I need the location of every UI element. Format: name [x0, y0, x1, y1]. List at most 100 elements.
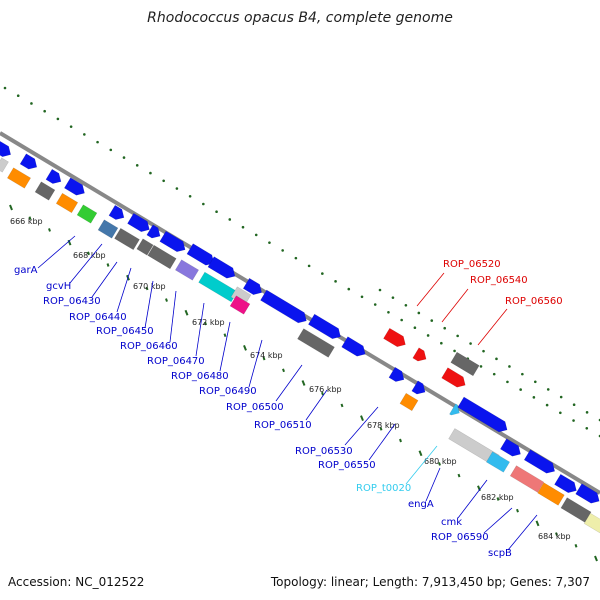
gene-feature — [34, 181, 56, 201]
gene-feature — [146, 224, 161, 239]
tick-mark — [360, 415, 364, 421]
label-leader — [405, 445, 438, 485]
gene-label: garA — [14, 265, 38, 276]
gene-feature — [207, 256, 236, 279]
label-leader — [416, 272, 445, 307]
kbp-label: 680 kbp — [424, 457, 457, 466]
tick-mark — [204, 321, 207, 326]
gene-feature — [537, 482, 565, 506]
label-leader — [37, 235, 76, 269]
gene-label: ROP_06490 — [199, 386, 257, 397]
tick-mark — [340, 403, 344, 408]
gene-feature — [449, 403, 460, 416]
outer-guide-dot — [109, 148, 113, 152]
gene-feature — [229, 295, 251, 315]
gene-feature — [174, 259, 200, 281]
label-leader — [368, 423, 396, 461]
gene-label: ROP_06520 — [443, 259, 501, 270]
kbp-label: 672 kbp — [192, 318, 225, 327]
gene-feature — [108, 204, 125, 220]
gene-label: ROP_06540 — [470, 275, 528, 286]
label-leader — [477, 308, 508, 346]
gene-feature — [297, 328, 335, 358]
gene-feature — [575, 483, 600, 504]
inner-guide-dot — [521, 372, 524, 376]
gene-feature — [499, 438, 521, 457]
tick-mark — [165, 298, 168, 302]
tick-mark — [379, 426, 383, 431]
outer-guide-dot — [3, 86, 7, 90]
gene-feature — [509, 465, 545, 493]
outer-guide-dot — [188, 194, 192, 198]
gene-feature — [0, 157, 9, 173]
gene-label: ROP_06510 — [254, 420, 312, 431]
gene-feature — [388, 366, 405, 382]
tick-mark — [535, 520, 540, 527]
gene-feature — [523, 449, 556, 474]
inner-guide-dot — [495, 357, 498, 361]
gene-label: scpB — [488, 548, 512, 559]
outer-guide-dot — [360, 295, 364, 299]
tick-mark — [48, 228, 51, 232]
gene-feature — [554, 473, 577, 493]
gene-feature — [485, 451, 511, 473]
gene-feature — [55, 192, 79, 214]
gene-feature — [560, 497, 592, 523]
gene-label: cmk — [441, 517, 462, 528]
gene-label: ROP_06550 — [318, 460, 376, 471]
tick-mark — [321, 391, 324, 396]
kbp-label: 682 kbp — [481, 493, 514, 502]
gene-feature — [159, 230, 186, 253]
outer-guide-dot — [572, 419, 575, 422]
outer-guide-dot — [56, 117, 60, 121]
outer-guide-dot — [426, 334, 430, 337]
gene-feature — [76, 204, 98, 224]
gene-label: ROP_06450 — [96, 326, 154, 337]
gene-label: ROP_06440 — [69, 312, 127, 323]
outer-guide-dot — [162, 179, 165, 183]
outer-guide-dot — [387, 310, 390, 314]
inner-guide-dot — [469, 342, 472, 345]
outer-guide-dot — [268, 241, 271, 244]
kbp-label: 678 kbp — [367, 421, 400, 430]
gene-label: ROP_06430 — [43, 296, 101, 307]
gene-feature — [114, 227, 140, 251]
outer-guide-dot — [453, 349, 456, 353]
gene-feature — [6, 167, 32, 189]
tick-mark — [145, 286, 149, 291]
outer-guide-dot — [254, 233, 258, 237]
gene-feature — [411, 380, 426, 395]
gene-feature — [136, 238, 154, 256]
outer-guide-dot — [43, 109, 46, 113]
tick-mark — [301, 380, 306, 386]
gene-label: ROP_06500 — [226, 402, 284, 413]
inner-guide-dot — [508, 365, 511, 368]
inner-guide-dot — [546, 388, 550, 391]
kbp-label: 676 kbp — [309, 385, 342, 394]
gene-label: ROP_06530 — [295, 446, 353, 457]
label-leader — [425, 467, 441, 502]
tick-mark — [262, 356, 266, 361]
kbp-label: 668 kbp — [73, 251, 106, 260]
gene-feature — [97, 219, 119, 239]
inner-guide-dot — [456, 334, 459, 338]
gene-feature — [383, 327, 406, 347]
tick-mark — [223, 333, 227, 338]
inner-guide-dot — [430, 319, 434, 322]
outer-guide-dot — [83, 133, 86, 136]
label-leader — [483, 507, 513, 534]
inner-guide-dot — [482, 349, 485, 353]
outer-guide-dot — [215, 210, 218, 214]
gene-label: ROP_06590 — [431, 532, 489, 543]
label-leader — [169, 290, 177, 343]
gene-feature — [457, 396, 508, 433]
gene-feature — [242, 277, 263, 295]
outer-guide-dot — [532, 396, 536, 399]
inner-guide-dot — [391, 296, 395, 299]
outer-guide-dot — [96, 140, 99, 144]
gene-labels: garAgcvHROP_06430ROP_06440ROP_06450ROP_0… — [14, 259, 563, 559]
outer-guide-dot — [585, 426, 589, 430]
kbp-label: 666 kbp — [10, 217, 43, 226]
